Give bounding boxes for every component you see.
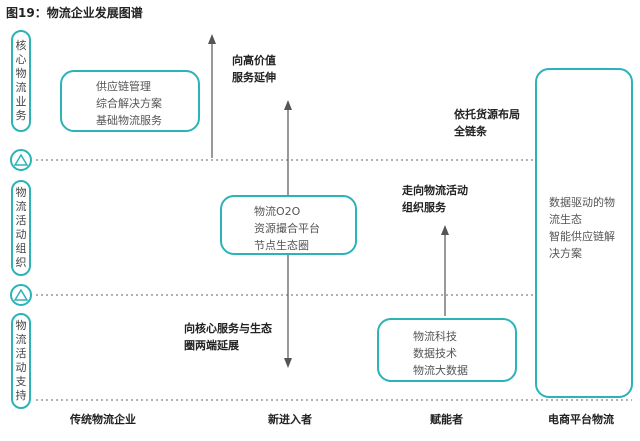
- note-line: 向高价值: [232, 54, 276, 67]
- left-bar-char: 物: [15, 67, 27, 80]
- note-logistics-org: 走向物流活动 组织服务: [402, 182, 468, 216]
- note-line: 向核心服务与生态: [184, 322, 272, 335]
- box-line: 物流O2O: [254, 205, 301, 218]
- left-bar-segment-activity-support: 物 流 活 动 支 持: [11, 313, 31, 409]
- left-bar-char: 流: [15, 333, 27, 346]
- box-line: 供应链管理: [96, 80, 151, 93]
- left-bar-char: 务: [15, 109, 27, 122]
- triangle-icon: [10, 149, 32, 171]
- box-line: 基础物流服务: [96, 114, 162, 127]
- box-line: 综合解决方案: [96, 97, 162, 110]
- traditional-logistics-box: 供应链管理 综合解决方案 基础物流服务: [60, 70, 200, 132]
- left-bar-char: 心: [15, 53, 27, 66]
- left-bar-char: 组: [15, 242, 27, 255]
- note-line: 依托货源布局: [454, 108, 520, 121]
- box-line: 节点生态圈: [254, 239, 309, 252]
- note-core-ecosystem: 向核心服务与生态 圈两端延展: [184, 320, 272, 354]
- left-bar-char: 活: [15, 347, 27, 360]
- label-newcomer: 新进入者: [268, 413, 312, 426]
- newcomer-box: 物流O2O 资源撮合平台 节点生态圈: [220, 195, 357, 255]
- box-line: 数据技术: [413, 347, 457, 360]
- left-bar-char: 物: [15, 186, 27, 199]
- box-line: 数据驱动的物: [549, 196, 615, 209]
- note-line: 圈两端延展: [184, 339, 239, 352]
- label-traditional: 传统物流企业: [70, 413, 136, 426]
- note-full-chain: 依托货源布局 全链条: [454, 106, 520, 140]
- note-line: 走向物流活动: [402, 184, 468, 197]
- box-line: 决方案: [549, 247, 582, 260]
- left-bar-char: 物: [15, 319, 27, 332]
- left-bar-char: 核: [15, 39, 27, 52]
- label-enabler: 赋能者: [430, 413, 463, 426]
- note-high-value: 向高价值 服务延伸: [232, 52, 276, 86]
- ecommerce-logistics-box: 数据驱动的物 流生态 智能供应链解 决方案: [535, 68, 633, 398]
- enabler-box: 物流科技 数据技术 物流大数据: [377, 318, 517, 382]
- left-bar-segment-activity-organization: 物 流 活 动 组 织: [11, 180, 31, 276]
- note-line: 全链条: [454, 125, 487, 138]
- box-line: 物流大数据: [413, 364, 468, 377]
- note-line: 组织服务: [402, 201, 446, 214]
- box-line: 物流科技: [413, 330, 457, 343]
- box-line: 资源撮合平台: [254, 222, 320, 235]
- left-bar-char: 活: [15, 214, 27, 227]
- note-line: 服务延伸: [232, 71, 276, 84]
- triangle-icon: [10, 284, 32, 306]
- left-bar-char: 流: [15, 200, 27, 213]
- left-bar-char: 持: [15, 389, 27, 402]
- left-bar-char: 动: [15, 228, 27, 241]
- label-ecommerce: 电商平台物流: [548, 413, 614, 426]
- left-bar-char: 业: [15, 95, 27, 108]
- page-title: 图19：物流企业发展图谱: [6, 6, 143, 20]
- left-bar-char: 动: [15, 361, 27, 374]
- box-line: 智能供应链解: [549, 230, 615, 243]
- box-line: 流生态: [549, 213, 582, 226]
- left-bar-segment-core-business: 核 心 物 流 业 务: [11, 30, 31, 132]
- left-bar-char: 支: [15, 375, 27, 388]
- left-bar-char: 流: [15, 81, 27, 94]
- left-bar-char: 织: [15, 256, 27, 269]
